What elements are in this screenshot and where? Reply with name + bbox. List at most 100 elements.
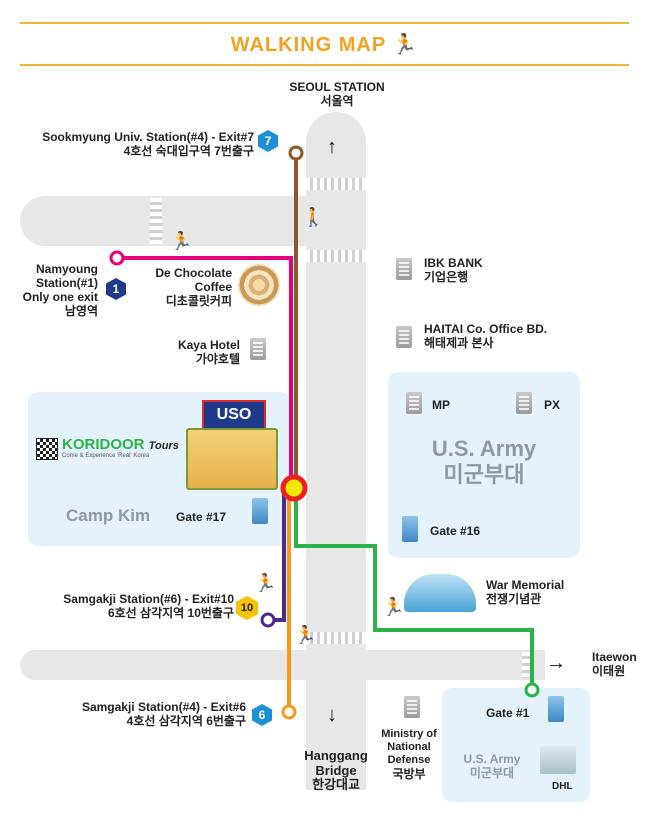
arrow-down-icon: ↓ [327,704,337,726]
dechoco-label: De Chocolate Coffee 디초콜릿커피 [140,266,232,308]
koridoor-brand: KORIDOOR Tours [62,436,179,455]
samgakji6-ko: 6호선 삼각지역 10번출구 [107,606,234,620]
crosswalk [306,178,366,190]
namyoung-l1: Namyoung [35,262,98,276]
route-magenta [117,256,293,488]
samgakji4-en: Samgakji Station(#4) - Exit#6 [81,700,246,714]
road-horizontal-top [20,196,306,246]
sookmyung-en: Sookmyung Univ. Station(#4) - Exit#7 [42,130,254,144]
qr-code-icon [36,438,58,460]
sookmyung-label: Sookmyung Univ. Station(#4) - Exit#7 4호선… [24,130,254,158]
sookmyung-ko: 4호선 숙대입구역 7번출구 [123,144,254,158]
ibk-ko: 기업은행 [424,270,469,284]
us-army-south-en: U.S. Army [463,752,521,766]
namyoung-l2: Station(#1) [35,276,98,290]
war-memorial-label: War Memorial 전쟁기념관 [486,578,596,606]
mnd-l1: Ministry of [381,728,437,740]
haitai-ko: 해태제과 본사 [424,336,494,350]
itaewon-label: Itaewon 이태원 [592,650,648,678]
bridge-l1: Hanggang [304,748,368,763]
namyoung-l3: Only one exit [22,290,98,304]
us-army-ko: 미군부대 [443,462,525,487]
namyoung-label: Namyoung Station(#1) Only one exit 남영역 [20,262,98,318]
dechoco-l2: Coffee [194,280,232,294]
walker-orange-icon: 🏃 [294,625,317,645]
gate1-label: Gate #1 [486,706,530,720]
crosswalk [306,632,366,644]
kaya-label: Kaya Hotel 가야호텔 [150,338,240,366]
samgakji6-label: Samgakji Station(#6) - Exit#10 6호선 삼각지역 … [24,592,234,620]
dechoco-ko: 디초콜릿커피 [165,294,232,308]
mnd-l3: Defense [387,754,431,766]
war-memorial-ko: 전쟁기념관 [486,592,542,606]
mp-label: MP [432,398,450,412]
us-army-south-title: U.S. Army 미군부대 [452,752,532,780]
haitai-label: HAITAI Co. Office BD. 해태제과 본사 [424,322,594,350]
uso-text: USO [216,406,252,423]
bridge-label: Hanggang Bridge 한강대교 [296,748,376,792]
walker-magenta-icon: 🏃 [170,231,193,251]
dhl-building-icon [540,746,576,774]
line1-badge-1: 1 [106,278,126,300]
route-green [294,494,534,690]
zone-us-army-south [442,688,590,802]
line4-badge-6: 6 [252,704,272,726]
itaewon-ko: 이태원 [592,664,626,678]
koridoor-logo: KORIDOOR Tours Come & Experience 'Real' … [36,436,186,466]
samgakji4-label: Samgakji Station(#4) - Exit#6 4호선 삼각지역 6… [24,700,246,728]
building-icon [404,696,420,718]
kaya-en: Kaya Hotel [177,338,240,352]
uso-building-icon [186,428,278,490]
us-army-title: U.S. Army 미군부대 [396,436,572,488]
us-army-en: U.S. Army [431,436,537,461]
gate16-label: Gate #16 [430,524,481,538]
us-army-south-ko: 미군부대 [469,766,515,780]
itaewon-en: Itaewon [592,650,637,664]
px-label: PX [544,398,561,412]
bridge-ko: 한강대교 [312,777,360,792]
gate-icon [402,516,418,542]
samgakji4-ko: 4호선 삼각지역 6번출구 [126,714,246,728]
page-title: WALKING MAP 🏃 [0,32,649,57]
station-marker-sookmyung [288,145,304,161]
start-marker [280,474,308,502]
bridge-l2: Bridge [315,763,357,778]
gate17-label: Gate #17 [176,510,227,524]
title-rule [20,22,629,66]
koridoor-tagline: Come & Experience 'Real' Korea [62,453,150,459]
title-text: WALKING MAP [230,34,386,56]
walking-person-icon: 🏃 [392,34,419,56]
crosswalk [150,198,162,244]
walker-brown-icon: 🚶 [302,207,325,227]
gate-icon [252,498,268,524]
seoul-station-label: SEOUL STATION 서울역 [282,80,392,108]
station-marker-samgakji4 [281,704,297,720]
line6-badge-10: 10 [236,596,258,620]
mnd-ko: 국방부 [392,767,426,781]
kaya-ko: 가야호텔 [195,352,240,366]
mnd-label: Ministry of National Defense 국방부 [374,728,444,781]
dechoco-l1: De Chocolate [155,266,232,280]
building-icon [396,326,412,348]
route-purple [268,492,286,622]
building-icon [516,392,532,414]
haitai-en: HAITAI Co. Office BD. [424,322,548,336]
building-icon [396,258,412,280]
walker-purple-icon: 🏃 [254,573,277,593]
road-horizontal-bottom [20,650,545,680]
uso-sign: USO [202,400,266,430]
ibk-label: IBK BANK 기업은행 [424,256,544,284]
seoul-station-en: SEOUL STATION [289,80,385,94]
seoul-station-ko: 서울역 [320,94,354,108]
line4-badge-7: 7 [258,130,278,152]
ibk-en: IBK BANK [424,256,483,270]
koridoor-name: KORIDOOR [62,436,145,453]
samgakji6-en: Samgakji Station(#6) - Exit#10 [63,592,234,606]
arrow-right-icon: → [546,652,566,674]
station-marker-namyoung [109,250,125,266]
camp-kim-title: Camp Kim [66,506,151,525]
arrow-up-icon: ↑ [327,136,337,158]
dhl-label: DHL [552,781,573,792]
coffee-logo-icon [238,264,280,306]
